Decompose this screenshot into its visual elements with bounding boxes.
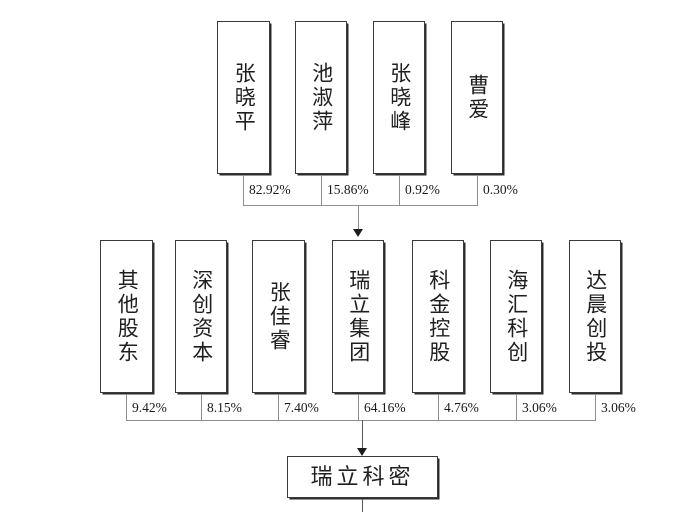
pct-tier2-0: 9.42% [132, 400, 167, 415]
connector-tier2-1 [201, 394, 202, 421]
pct-tier2-4: 4.76% [444, 400, 479, 415]
connector-tier2-to-issuer [362, 420, 363, 450]
bus-tier1 [243, 205, 478, 206]
node-tier2-6[interactable]: 达晨创投 [569, 240, 621, 393]
connector-tier1-1 [321, 175, 322, 206]
pct-tier2-2: 7.40% [284, 400, 319, 415]
connector-tier2-4 [438, 394, 439, 421]
pct-tier1-3: 0.30% [483, 182, 518, 197]
pct-tier1-0: 82.92% [249, 182, 291, 197]
connector-tier1-3 [477, 175, 478, 206]
connector-tier1-to-ruili-group [358, 205, 359, 230]
connector-issuer-downstream [362, 499, 363, 512]
pct-tier2-1: 8.15% [207, 400, 242, 415]
node-label: 达晨创投 [583, 268, 608, 365]
node-label: 张晓平 [232, 61, 257, 134]
bus-tier2 [126, 420, 596, 421]
connector-tier1-0 [243, 175, 244, 206]
pct-tier1-2: 0.92% [405, 182, 440, 197]
node-tier1-1[interactable]: 池淑萍 [295, 21, 347, 174]
connector-tier2-0 [126, 394, 127, 421]
node-tier2-1[interactable]: 深创资本 [175, 240, 227, 393]
issuer-label: 瑞立科密 [310, 463, 415, 489]
pct-tier1-1: 15.86% [327, 182, 369, 197]
node-label: 曹爱 [465, 73, 490, 122]
node-tier2-4[interactable]: 科金控股 [412, 240, 464, 393]
pct-tier2-5: 3.06% [522, 400, 557, 415]
node-tier1-2[interactable]: 张晓峰 [373, 21, 425, 174]
connector-tier2-3 [358, 394, 359, 421]
arrowhead-to-ruili-group [353, 229, 363, 237]
connector-tier2-6 [595, 394, 596, 421]
node-label: 科金控股 [426, 268, 451, 365]
node-tier2-5[interactable]: 海汇科创 [490, 240, 542, 393]
node-label: 其他股东 [115, 268, 140, 365]
node-label: 张佳睿 [267, 280, 292, 353]
pct-tier2-3: 64.16% [364, 400, 406, 415]
pct-tier2-6: 3.06% [601, 400, 636, 415]
node-label: 深创资本 [189, 268, 214, 365]
node-tier2-0[interactable]: 其他股东 [100, 240, 153, 393]
node-label: 池淑萍 [309, 61, 334, 134]
node-tier1-3[interactable]: 曹爱 [451, 21, 503, 174]
node-label: 海汇科创 [504, 268, 529, 365]
node-tier1-0[interactable]: 张晓平 [217, 21, 270, 174]
connector-tier2-5 [516, 394, 517, 421]
arrowhead-to-issuer [357, 448, 367, 456]
node-tier2-3[interactable]: 瑞立集团 [332, 240, 384, 393]
node-tier2-2[interactable]: 张佳睿 [252, 240, 305, 393]
node-label: 瑞立集团 [346, 268, 371, 365]
connector-tier2-2 [278, 394, 279, 421]
node-issuer[interactable]: 瑞立科密 [287, 456, 438, 498]
node-label: 张晓峰 [387, 61, 412, 134]
connector-tier1-2 [399, 175, 400, 206]
